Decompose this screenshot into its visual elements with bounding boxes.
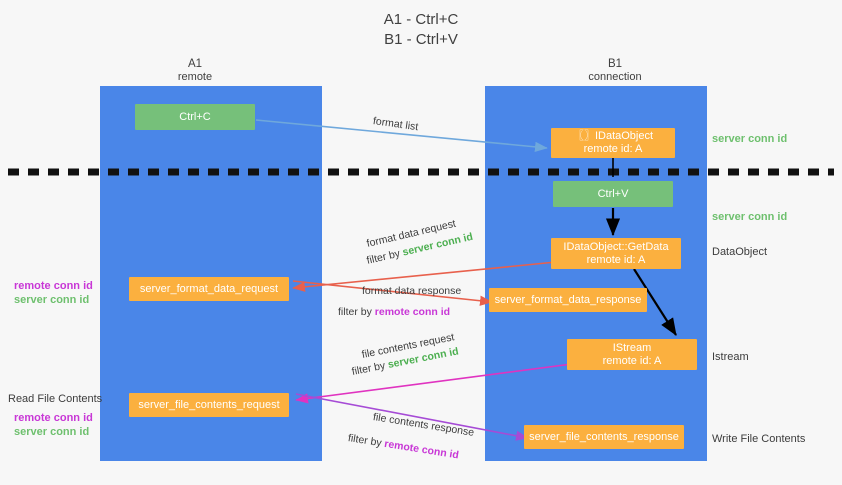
node-server-format-data-request[interactable]: server_format_data_request [129,277,289,301]
edge-label-format-data-response: format data response [362,285,462,297]
node-istream-line2: remote id: A [602,354,662,367]
node-file-req-label: server_file_contents_request [138,398,280,411]
node-server-format-data-response[interactable]: server_format_data_response [489,288,647,312]
node-idataobject[interactable]: 〖〗IDataObject remote id: A [551,128,675,158]
right-note-dataobject: DataObject [712,246,768,258]
column-header-b1: B1 connection [545,58,685,84]
node-istream[interactable]: IStream remote id: A [567,339,697,370]
node-server-file-contents-response[interactable]: server_file_contents_response [524,425,684,449]
fmt-resp-filter-val: remote conn id [374,306,451,318]
column-header-a1: A1 remote [130,58,260,84]
node-idataobject-line2: remote id: A [583,143,643,155]
left-note-server-conn-id-1: server conn id [14,294,90,306]
node-ctrl-c[interactable]: Ctrl+C [135,104,255,130]
right-note-server-conn-id-top: server conn id [712,133,788,145]
node-fmt-resp-label: server_format_data_response [494,293,642,306]
left-note-read-file-contents: Read File Contents [8,393,103,405]
title-line-2: B1 - Ctrl+V [384,31,458,48]
right-note-write-file-contents: Write File Contents [712,433,806,445]
left-note-group-1: remote conn id server conn id [14,279,93,307]
column-header-a1-role: remote [177,71,213,83]
right-note-server-conn-id-second: server conn id [712,211,788,223]
node-idataobject-getdata[interactable]: IDataObject::GetData remote id: A [551,238,681,269]
node-getdata-line1: IDataObject::GetData [563,240,669,253]
node-ctrl-c-label: Ctrl+C [179,110,211,123]
node-fmt-req-label: server_format_data_request [139,282,279,295]
node-ctrl-v-label: Ctrl+V [597,187,629,200]
fmt-resp-filter-pre: filter by [338,306,375,318]
left-note-group-2: remote conn id server conn id [14,411,93,439]
left-note-remote-conn-id-1: remote conn id [14,280,93,292]
file-req-filter-pre: filter by [350,359,390,378]
edge-label-file-contents-response-filter: filter by remote conn id [347,432,460,462]
node-ctrl-v[interactable]: Ctrl+V [553,181,673,207]
column-header-a1-name: A1 [187,58,203,70]
column-header-b1-name: B1 [607,58,623,70]
right-note-istream: Istream [712,351,749,363]
edge-label-format-list: format list [372,115,419,134]
file-resp-filter-pre: filter by [347,432,386,450]
node-server-file-contents-request[interactable]: server_file_contents_request [129,393,289,417]
diagram-title: A1 - Ctrl+C B1 - Ctrl+V [0,10,842,50]
edge-label-file-contents-response: file contents response [372,411,475,439]
column-header-b1-role: connection [588,71,642,83]
title-line-1: A1 - Ctrl+C [383,11,459,28]
left-note-remote-conn-id-2: remote conn id [14,412,93,424]
node-istream-line1: IStream [612,341,652,354]
left-note-server-conn-id-2: server conn id [14,426,90,438]
edge-label-format-data-response-filter: filter by remote conn id [338,306,450,319]
node-idataobject-line1: 〖〗IDataObject [572,130,654,142]
node-getdata-line2: remote id: A [586,253,646,266]
file-resp-filter-val: remote conn id [383,437,460,462]
node-file-resp-label: server_file_contents_response [529,430,679,443]
